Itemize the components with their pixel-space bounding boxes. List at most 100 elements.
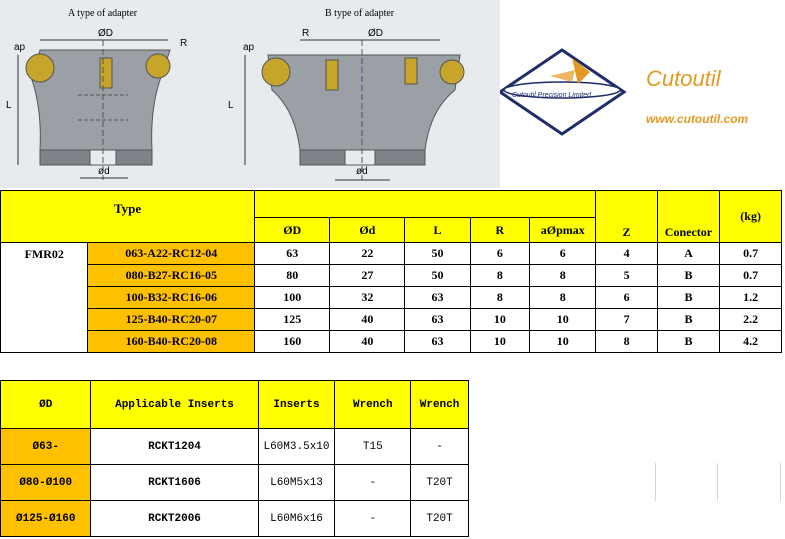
- series-cell: FMR02: [0, 242, 89, 353]
- col-kg: (kg): [719, 190, 782, 243]
- col-d: Ød: [329, 217, 406, 243]
- caption-b-type: B type of adapter: [325, 8, 395, 19]
- cell-ap: 8: [529, 286, 597, 309]
- cell-insert: RCKT2006: [90, 500, 259, 537]
- dim-l-a: L: [6, 100, 12, 111]
- cell-kg: 4.2: [719, 330, 782, 353]
- col-z: Z: [595, 190, 658, 243]
- table-row: 100-B32-RC16-06 100 32 63 8 8 6 B 1.2: [1, 286, 782, 309]
- cell-r: 6: [469, 242, 531, 265]
- dim-od-a: ØD: [98, 28, 113, 39]
- col-od: ØD: [0, 380, 92, 429]
- cell-conn: B: [656, 264, 721, 287]
- table-row: Ø63- RCKT1204 L60M3.5x10 T15 -: [0, 428, 469, 465]
- col-wrench-2: Wrench: [410, 380, 469, 429]
- cell-r: 10: [469, 330, 531, 353]
- table-row: 125-B40-RC20-07 125 40 63 10 10 7 B 2.2: [1, 308, 782, 331]
- cell-l: 50: [404, 264, 471, 287]
- table-row: 080-B27-RC16-05 80 27 50 8 8 5 B 0.7: [1, 264, 782, 287]
- model-cell: 160-B40-RC20-08: [87, 330, 256, 353]
- cell-r: 8: [469, 286, 531, 309]
- caption-a-type: A type of adapter: [68, 8, 138, 19]
- cell-z: 7: [595, 308, 658, 331]
- dim-ap-b: ap: [243, 42, 255, 53]
- table-row: Ø125-Ø160 RCKT2006 L60M6x16 - T20T: [0, 500, 469, 537]
- cell-screw: L60M5x13: [257, 464, 336, 501]
- dim-sd-a: ød: [98, 166, 110, 177]
- cell-wrench-1: -: [334, 500, 412, 537]
- cell-ap: 6: [529, 242, 597, 265]
- cell-od: Ø63-: [0, 428, 92, 465]
- cell-od: 160: [254, 330, 331, 353]
- cell-ap: 8: [529, 264, 597, 287]
- col-r: R: [469, 217, 531, 243]
- cell-kg: 0.7: [719, 242, 782, 265]
- cell-z: 4: [595, 242, 658, 265]
- cell-conn: A: [656, 242, 721, 265]
- cell-od: 100: [254, 286, 331, 309]
- diamond-badge-icon: [500, 48, 627, 136]
- table-row: FMR02 063-A22-RC12-04 63 22 50 6 6 4 A 0…: [0, 242, 782, 353]
- cell-od: 63: [254, 242, 331, 265]
- cell-z: 6: [595, 286, 658, 309]
- dims-header-band: [254, 190, 597, 218]
- dim-r-a: R: [180, 38, 188, 49]
- col-l: L: [404, 217, 471, 243]
- cell-r: 8: [469, 264, 531, 287]
- cell-l: 63: [404, 286, 471, 309]
- col-applicable-inserts: Applicable Inserts: [90, 380, 259, 429]
- table-row: 160-B40-RC20-08 160 40 63 10 10 8 B 4.2: [1, 330, 782, 353]
- col-inserts: Inserts: [257, 380, 336, 429]
- cell-d: 32: [329, 286, 406, 309]
- cell-wrench-2: T20T: [410, 500, 469, 537]
- cell-wrench-1: -: [334, 464, 412, 501]
- type-header: Type: [0, 190, 256, 243]
- dim-ap-a: ap: [14, 42, 26, 53]
- model-cell: 125-B40-RC20-07: [87, 308, 256, 331]
- divider: [780, 463, 781, 501]
- col-od: ØD: [254, 217, 331, 243]
- dim-od-b: ØD: [368, 28, 383, 39]
- col-wrench-1: Wrench: [334, 380, 412, 429]
- cell-wrench-2: -: [410, 428, 469, 465]
- cell-conn: B: [656, 308, 721, 331]
- cell-kg: 2.2: [719, 308, 782, 331]
- cell-od: 80: [254, 264, 331, 287]
- cell-insert: RCKT1204: [90, 428, 259, 465]
- cell-kg: 1.2: [719, 286, 782, 309]
- spec-table: Type Z Conector (kg) ØD Ød L R aØpmax FM…: [0, 190, 782, 353]
- insert-table: ØD Applicable Inserts Inserts Wrench Wre…: [0, 380, 469, 537]
- cell-l: 63: [404, 330, 471, 353]
- cell-l: 63: [404, 308, 471, 331]
- cell-kg: 0.7: [719, 264, 782, 287]
- cell-wrench-1: T15: [334, 428, 412, 465]
- cell-r: 10: [469, 308, 531, 331]
- divider: [655, 463, 656, 501]
- cell-d: 40: [329, 308, 406, 331]
- cell-d: 27: [329, 264, 406, 287]
- cell-z: 5: [595, 264, 658, 287]
- badge-text: Cutoutil Precision Limited: [512, 92, 591, 99]
- website: www.cutoutil.com: [646, 112, 749, 126]
- divider: [717, 463, 718, 501]
- cutter-drawing: [17, 39, 465, 181]
- model-cell: 100-B32-RC16-06: [87, 286, 256, 309]
- dim-sd-b: ød: [356, 166, 368, 177]
- cell-conn: B: [656, 286, 721, 309]
- dim-r-b: R: [302, 28, 310, 39]
- model-cell: 063-A22-RC12-04: [87, 242, 256, 265]
- cell-od: Ø80-Ø100: [0, 464, 92, 501]
- cell-ap: 10: [529, 330, 597, 353]
- cell-z: 8: [595, 330, 658, 353]
- cell-wrench-2: T20T: [410, 464, 469, 501]
- company-logo: Cutoutil Precision Limited: [500, 40, 785, 150]
- cell-screw: L60M6x16: [257, 500, 336, 537]
- cell-d: 40: [329, 330, 406, 353]
- cell-od: 125: [254, 308, 331, 331]
- table-row: Ø80-Ø100 RCKT1606 L60M5x13 - T20T: [0, 464, 469, 501]
- cell-ap: 10: [529, 308, 597, 331]
- cell-insert: RCKT1606: [90, 464, 259, 501]
- col-conector: Conector: [656, 190, 721, 243]
- brand-name: Cutoutil: [646, 66, 721, 91]
- dim-l-b: L: [228, 100, 234, 111]
